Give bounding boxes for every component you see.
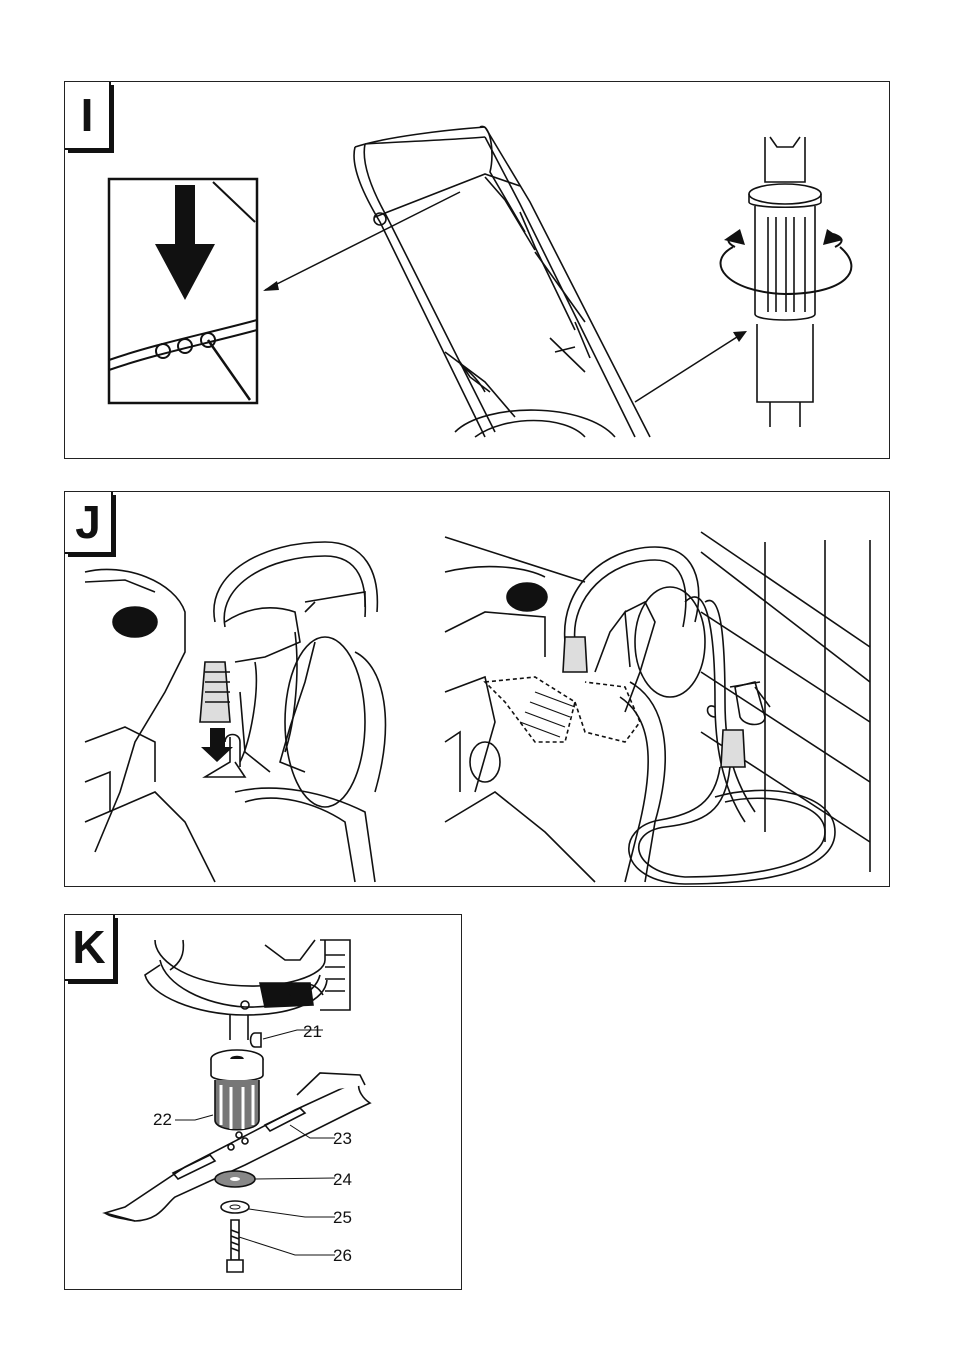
panel-j-illustration (65, 492, 891, 888)
panel-j: J (64, 491, 890, 887)
callout-25: 25 (333, 1208, 352, 1227)
down-arrow-icon-j (201, 728, 233, 762)
panel-i: I (64, 81, 890, 459)
woodruff-key (251, 1033, 262, 1047)
callout-23: 23 (333, 1129, 352, 1148)
callout-21: 21 (303, 1022, 322, 1041)
blade-adapter (211, 1050, 263, 1130)
bolt (227, 1220, 243, 1272)
adjustment-knob (749, 137, 821, 427)
mower-handle-sketch (354, 126, 650, 437)
down-arrow-icon (155, 185, 215, 300)
panel-k: K (64, 914, 462, 1290)
callout-26: 26 (333, 1246, 352, 1265)
leader-arrowhead-left (263, 281, 279, 291)
hose-connector-sketch (85, 542, 385, 882)
callout-22: 22 (153, 1110, 172, 1129)
leader-arrowhead-right (733, 331, 747, 342)
panel-k-illustration: 21 22 23 24 25 26 (65, 915, 463, 1291)
callout-24: 24 (333, 1170, 352, 1189)
washing-sketch (445, 532, 870, 884)
panel-i-illustration (65, 82, 891, 460)
